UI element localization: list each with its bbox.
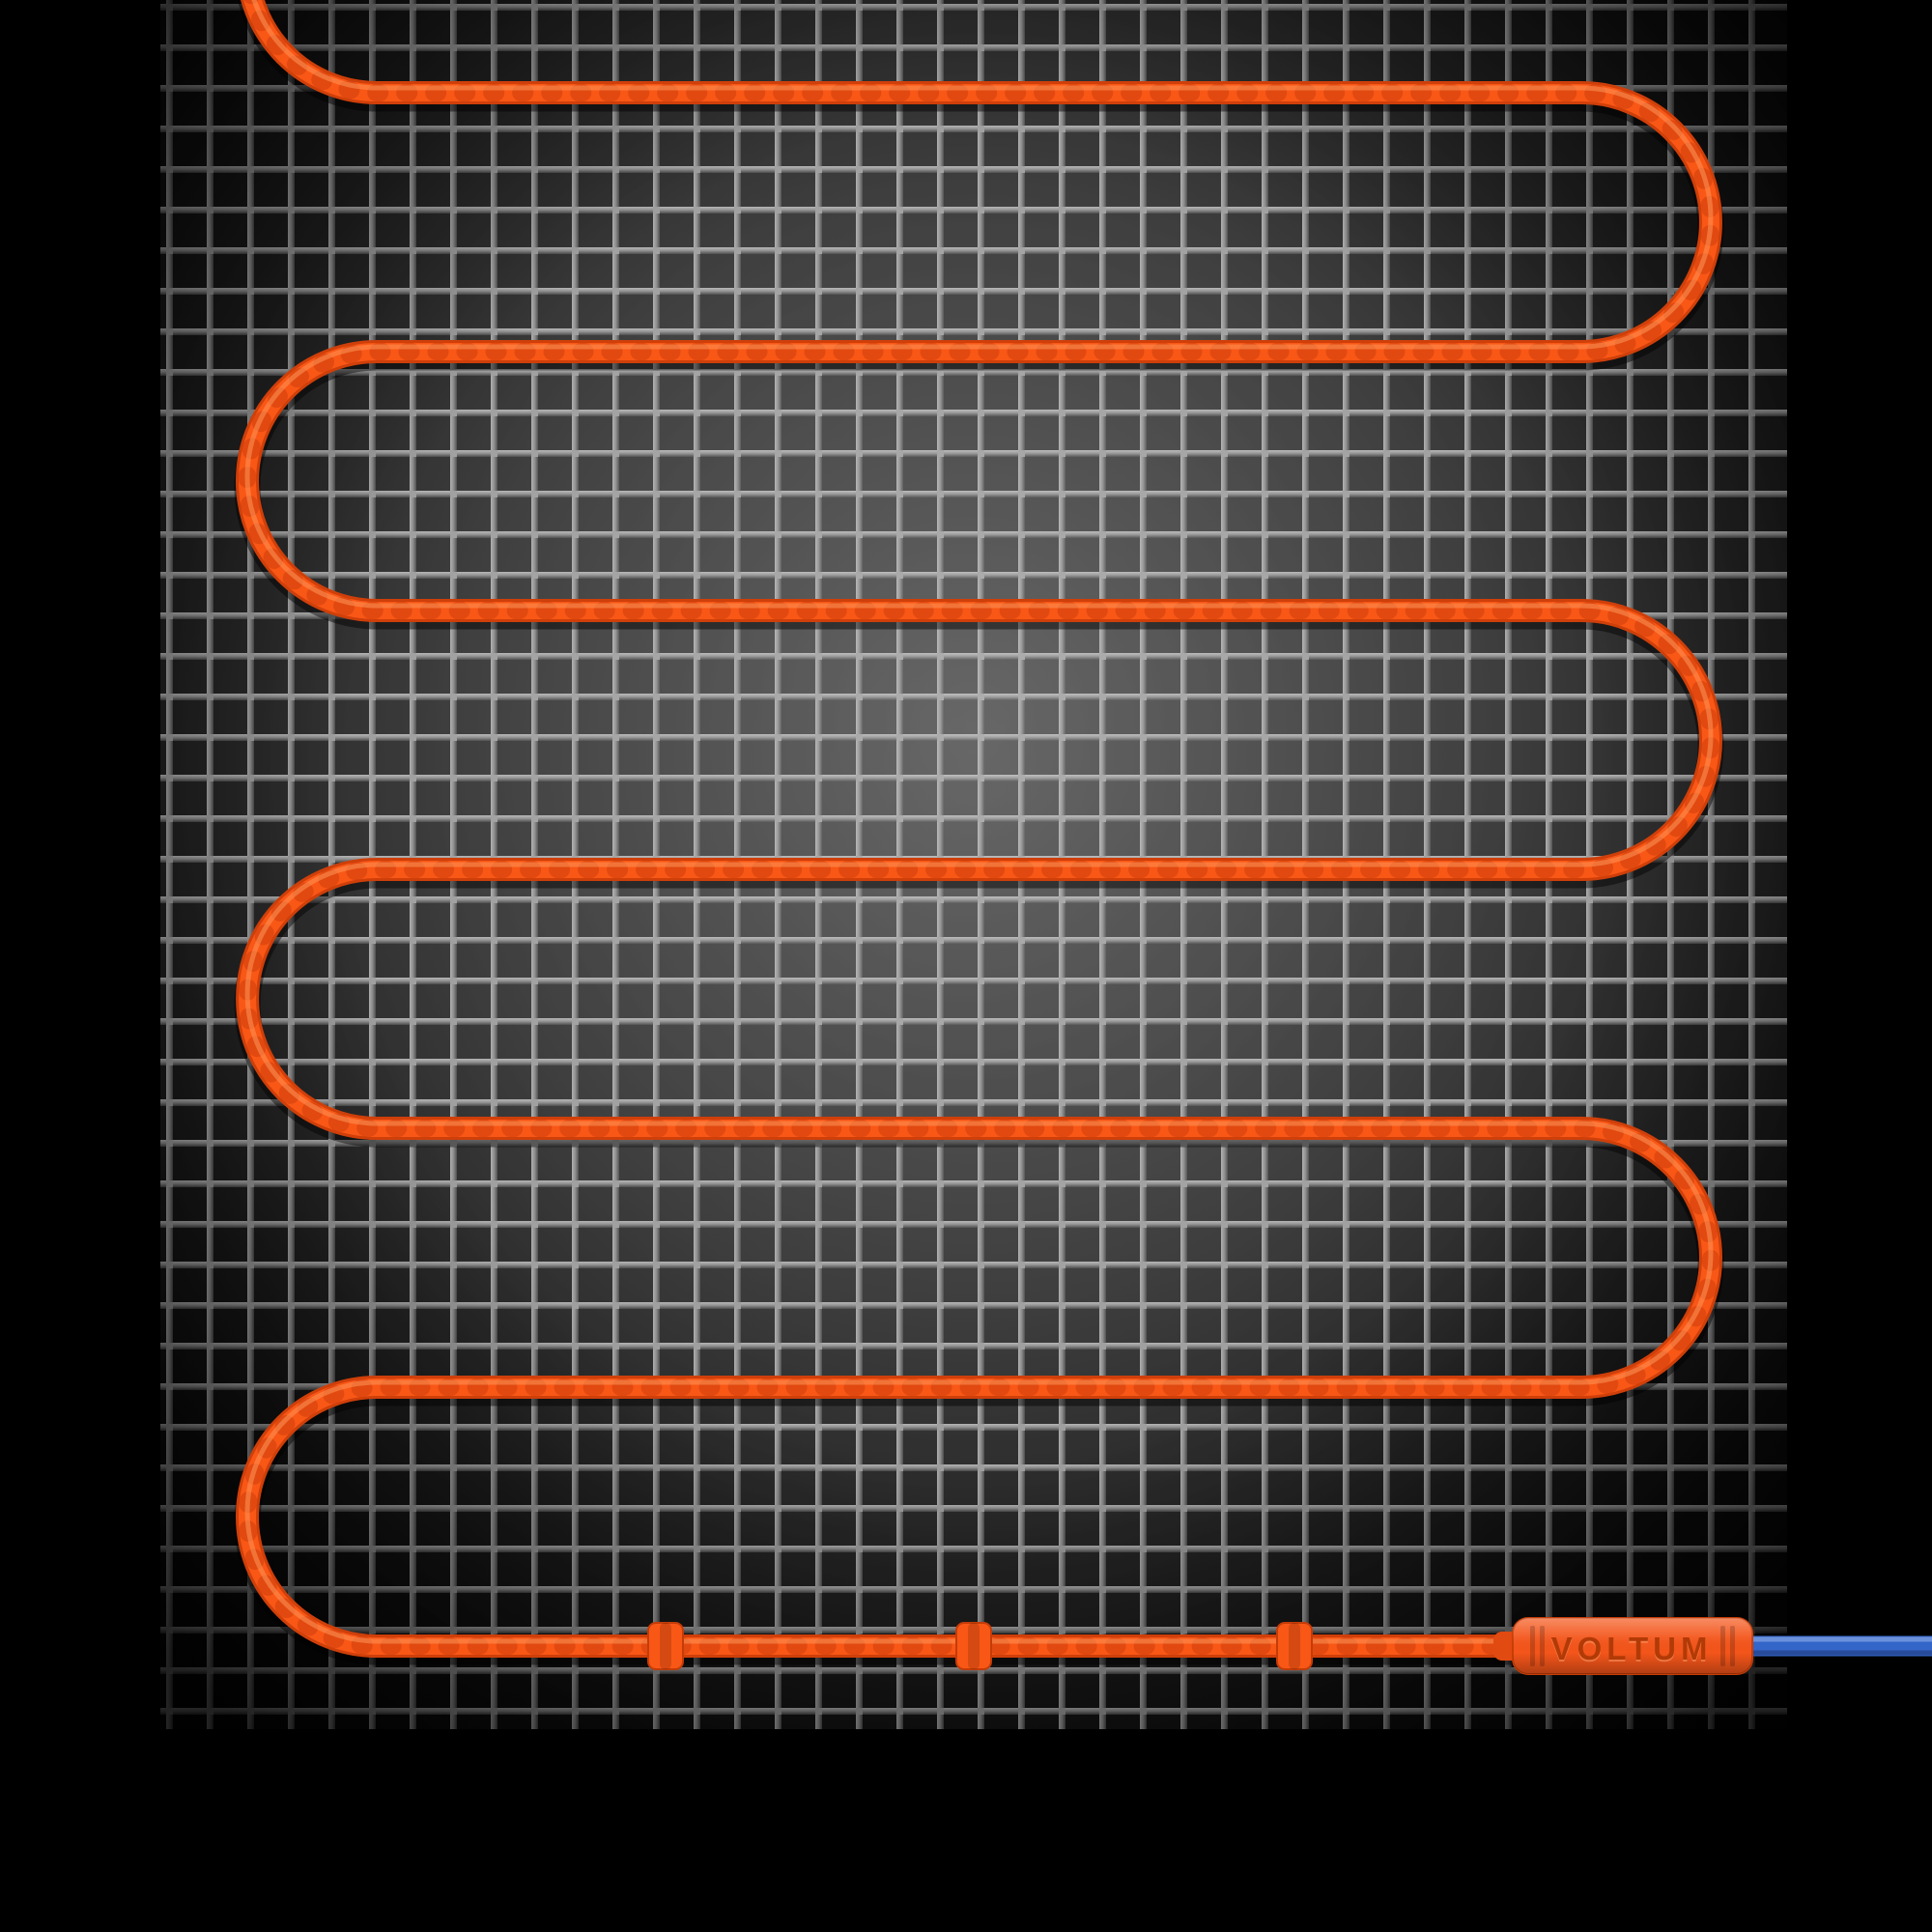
connector-ridge [1540,1626,1545,1666]
cable-clip [955,1622,992,1670]
brand-label: VOLTUM [1551,1631,1713,1666]
heating-cable [234,0,1724,1665]
connector-shading [1513,1618,1752,1674]
cable-clips [647,1622,1313,1670]
connector-ridge [1730,1626,1735,1666]
power-cord [1739,1635,1932,1657]
connector-ridge [1720,1626,1725,1666]
connector: VOLTUM VOLTUM [1493,1617,1753,1675]
brand-label-emboss: VOLTUM [1551,1633,1713,1668]
connector-ridge [1530,1626,1535,1666]
cable-clip [1276,1622,1313,1670]
cable-clip [647,1622,684,1670]
heating-cable-sheen [244,0,1714,1644]
